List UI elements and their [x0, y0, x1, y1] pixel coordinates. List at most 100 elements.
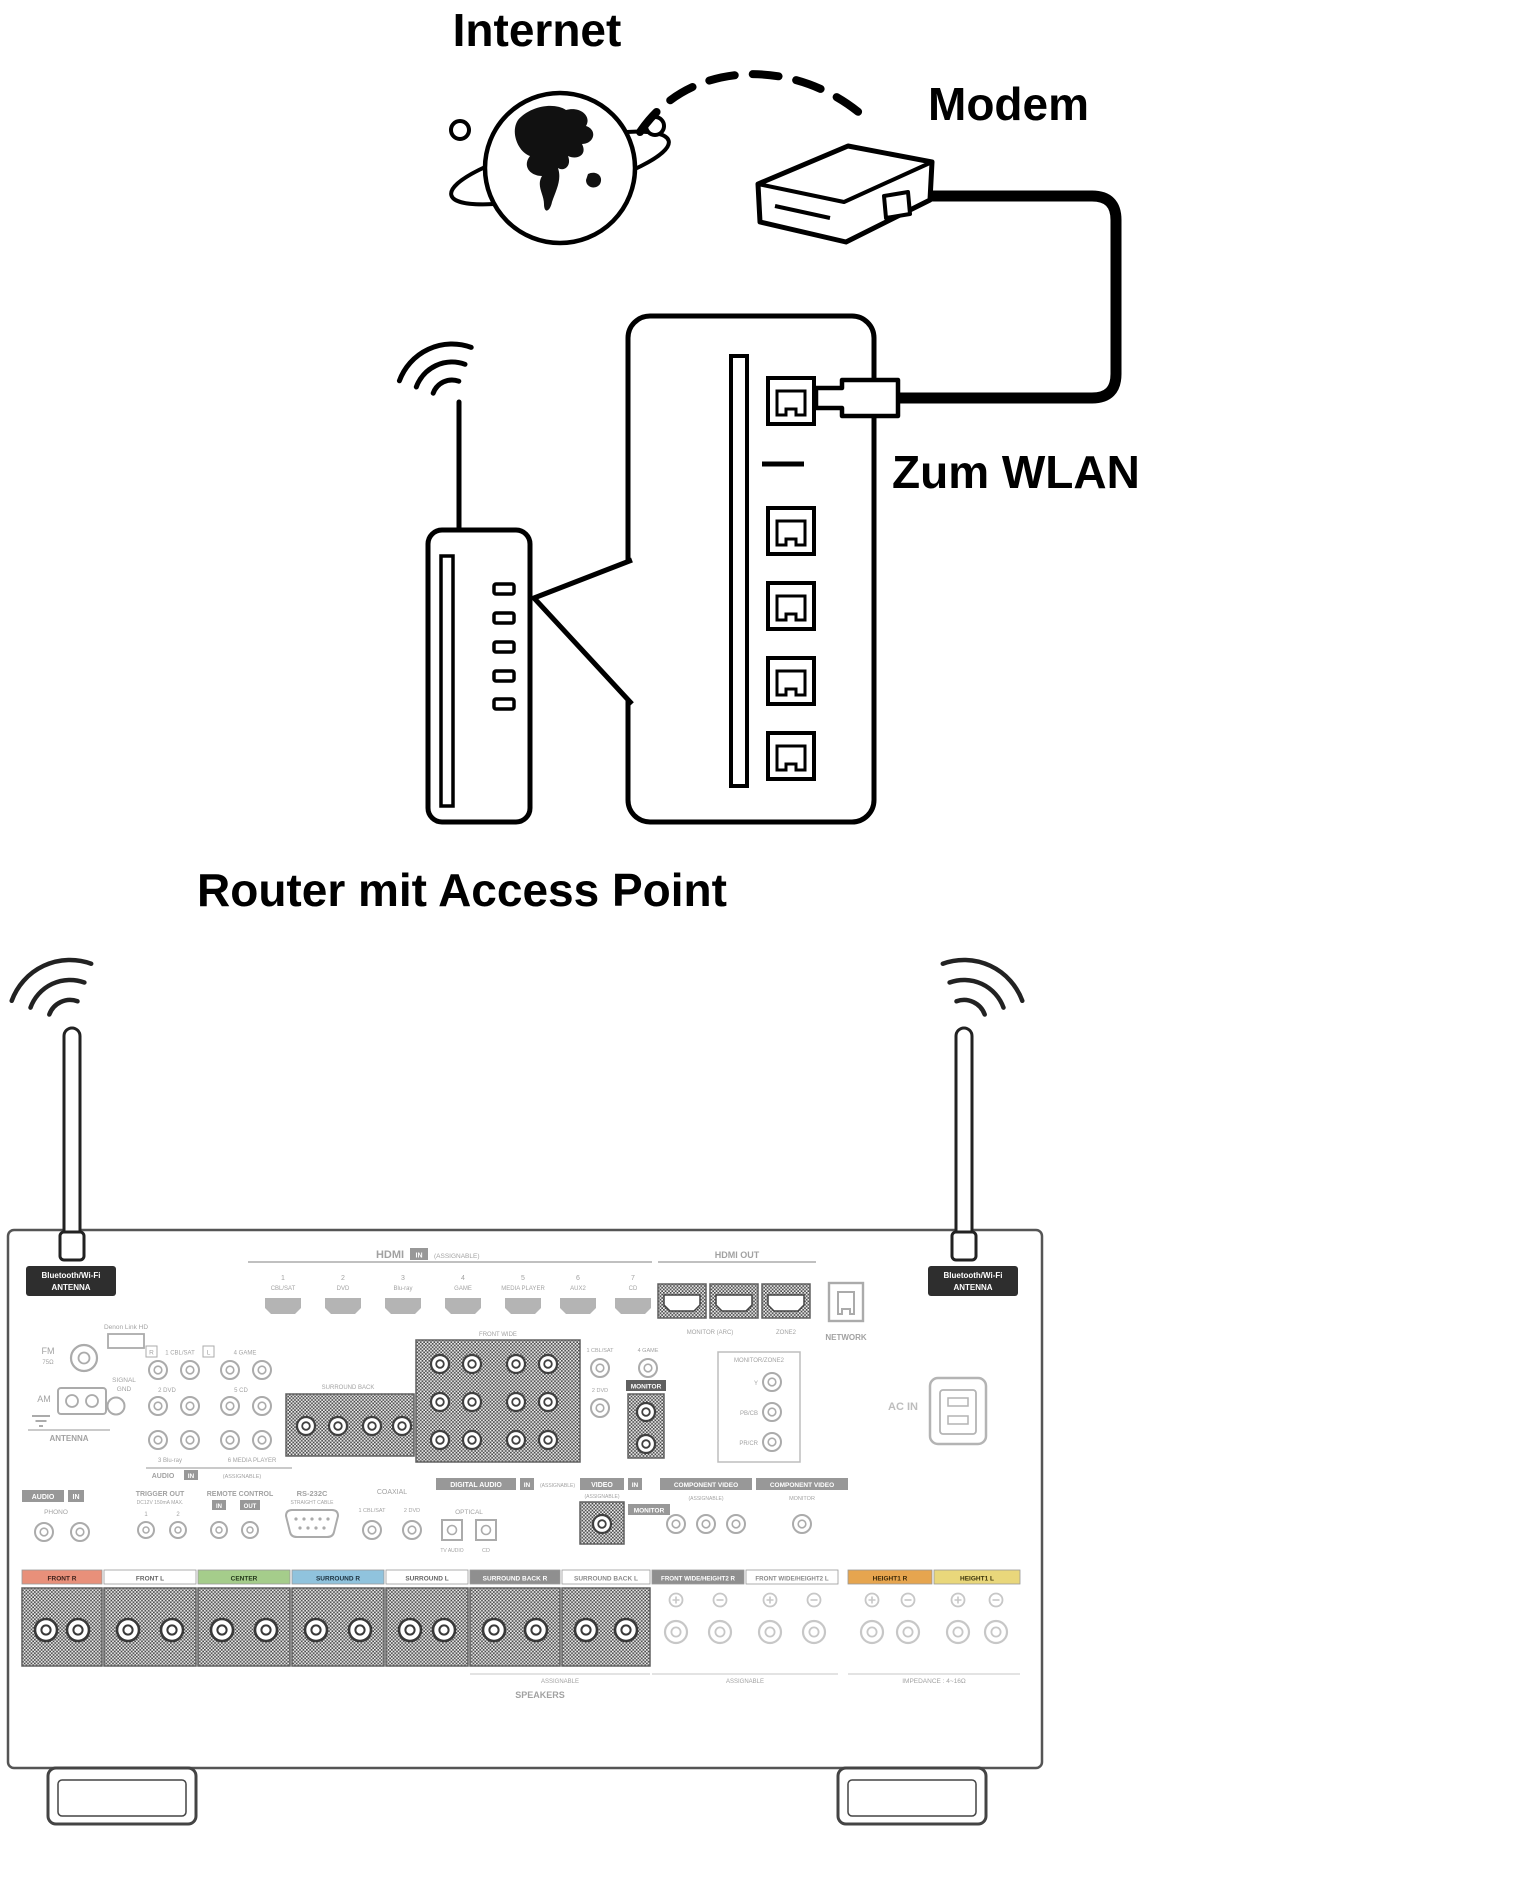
speaker-label: SURROUND R [316, 1576, 360, 1583]
svg-text:AUDIO: AUDIO [152, 1473, 175, 1480]
svg-text:MONITOR: MONITOR [634, 1508, 665, 1515]
speaker-label: FRONT WIDE/HEIGHT2 L [755, 1576, 828, 1583]
modem-slot [774, 204, 831, 220]
svg-text:3: 3 [401, 1275, 405, 1282]
am-label: AM [37, 1394, 51, 1404]
svg-text:(ASSIGNABLE): (ASSIGNABLE) [584, 1494, 619, 1500]
hdmi-assignable: (ASSIGNABLE) [434, 1253, 480, 1260]
svg-text:5 CD: 5 CD [234, 1388, 248, 1394]
svg-text:MONITOR: MONITOR [789, 1496, 815, 1502]
lan-port [766, 506, 816, 556]
svg-text:MONITOR/ZONE2: MONITOR/ZONE2 [734, 1358, 785, 1364]
receiver-foot-right [836, 1766, 988, 1826]
cbl-sat-label: 1 CBL/SAT [586, 1348, 614, 1354]
svg-text:1 CBL/SAT: 1 CBL/SAT [358, 1508, 386, 1514]
game-label: 4 GAME [638, 1348, 659, 1354]
speaker-label: CENTER [231, 1576, 258, 1583]
svg-text:GAME: GAME [454, 1286, 472, 1292]
svg-text:TV AUDIO: TV AUDIO [440, 1548, 463, 1554]
fm-ohm: 75Ω [42, 1360, 54, 1366]
lan-port [766, 731, 816, 781]
svg-text:RS-232C: RS-232C [297, 1489, 328, 1498]
svg-text:PHONO: PHONO [44, 1509, 68, 1516]
bottom-labels: ASSIGNABLE ASSIGNABLE IMPEDANCE : 4~16Ω … [470, 1673, 1020, 1700]
svg-text:CD: CD [629, 1286, 638, 1292]
svg-text:Bluetooth/Wi-Fi: Bluetooth/Wi-Fi [41, 1271, 100, 1280]
highlighted-blocks: MONITOR [21, 1283, 811, 1667]
fm-connector [69, 1343, 99, 1373]
svg-text:6 MEDIA PLAYER: 6 MEDIA PLAYER [228, 1458, 277, 1464]
front-wide-label: FRONT WIDE [479, 1332, 517, 1338]
satellite-icon [449, 119, 471, 141]
am-terminal [57, 1387, 107, 1415]
svg-text:CBL/SAT: CBL/SAT [271, 1286, 296, 1292]
antenna-left [9, 957, 94, 1262]
bt-wifi-badge-right: Bluetooth/Wi-Fi ANTENNA [928, 1266, 1018, 1296]
callout-wedge [531, 557, 634, 706]
svg-text:6: 6 [576, 1275, 580, 1282]
monitor-column-label: MONITOR [631, 1384, 662, 1391]
speaker-label: SURROUND BACK L [574, 1576, 638, 1583]
svg-text:ANTENNA: ANTENNA [953, 1283, 992, 1292]
svg-text:4 GAME: 4 GAME [234, 1351, 257, 1357]
antenna-right [940, 957, 1025, 1262]
island-shape [586, 172, 602, 188]
svg-text:L: L [207, 1350, 211, 1357]
lan-port [766, 581, 816, 631]
network-label: NETWORK [825, 1333, 867, 1342]
network-port [827, 1281, 865, 1323]
svg-text:AUDIO: AUDIO [32, 1494, 55, 1501]
svg-text:PB/CB: PB/CB [740, 1411, 758, 1417]
hdmi-input-ports: 1 CBL/SAT 2 DVD 3 Blu-ray 4 GAME 5 MEDIA… [265, 1275, 651, 1314]
svg-text:OPTICAL: OPTICAL [455, 1509, 483, 1516]
svg-text:IN: IN [73, 1494, 80, 1501]
speaker-label: FRONT L [136, 1576, 164, 1583]
hdmi-monitor-arc: MONITOR (ARC) [687, 1330, 734, 1336]
rs232-port [284, 1509, 340, 1538]
svg-text:IMPEDANCE : 4~16Ω: IMPEDANCE : 4~16Ω [902, 1678, 966, 1685]
svg-text:IN: IN [524, 1482, 531, 1489]
svg-text:Y: Y [754, 1381, 758, 1387]
denon-link-label: Denon Link HD [104, 1324, 148, 1331]
modem-port [882, 190, 912, 220]
svg-text:IN: IN [632, 1482, 639, 1489]
svg-text:IN: IN [216, 1504, 222, 1510]
svg-text:DC12V 150mA MAX.: DC12V 150mA MAX. [137, 1500, 184, 1506]
svg-text:REMOTE CONTROL: REMOTE CONTROL [207, 1491, 274, 1498]
status-leds [492, 582, 516, 711]
router-slot [729, 354, 749, 788]
zum-wlan-label: Zum WLAN [892, 446, 1140, 498]
wifi-waves-icon [9, 957, 94, 1017]
svg-text:VIDEO: VIDEO [591, 1482, 613, 1489]
svg-text:STRAIGHT CABLE: STRAIGHT CABLE [291, 1500, 335, 1506]
svg-text:2: 2 [341, 1275, 345, 1282]
svg-text:1: 1 [144, 1512, 148, 1518]
router-device [531, 313, 877, 825]
lan-port [766, 376, 816, 426]
access-point-device [396, 341, 533, 825]
ground-icon [32, 1415, 50, 1427]
speaker-label: FRONT R [48, 1576, 77, 1583]
analog-input-grid: R 1 CBL/SAT L 4 GAME 2 DVD 5 CD 3 Blu-ra… [145, 1345, 292, 1480]
router-caption: Router mit Access Point [197, 864, 727, 916]
denon-link-port [107, 1333, 145, 1349]
io-row: AUDIO IN PHONO TRIGGER OUT DC12V 150mA M… [22, 1478, 848, 1554]
signal-gnd-label2: GND [117, 1386, 132, 1393]
speaker-label: FRONT WIDE/HEIGHT2 R [661, 1576, 735, 1583]
svg-text:1 CBL/SAT: 1 CBL/SAT [165, 1351, 195, 1357]
wifi-waves-icon [396, 341, 474, 396]
speaker-label: HEIGHT1 R [873, 1576, 908, 1583]
svg-text:R: R [149, 1350, 154, 1357]
svg-text:2 DVD: 2 DVD [404, 1508, 420, 1514]
svg-text:SPEAKERS: SPEAKERS [515, 1690, 565, 1700]
receiver-foot-left [46, 1766, 198, 1826]
svg-text:COAXIAL: COAXIAL [377, 1489, 407, 1496]
ac-in-label: AC IN [888, 1401, 918, 1413]
hdmi-out-title: HDMI OUT [715, 1250, 760, 1260]
internet-label: Internet [453, 4, 622, 56]
svg-text:ANTENNA: ANTENNA [51, 1283, 90, 1292]
svg-text:(ASSIGNABLE): (ASSIGNABLE) [540, 1483, 575, 1489]
internet-globe-icon [449, 90, 671, 246]
